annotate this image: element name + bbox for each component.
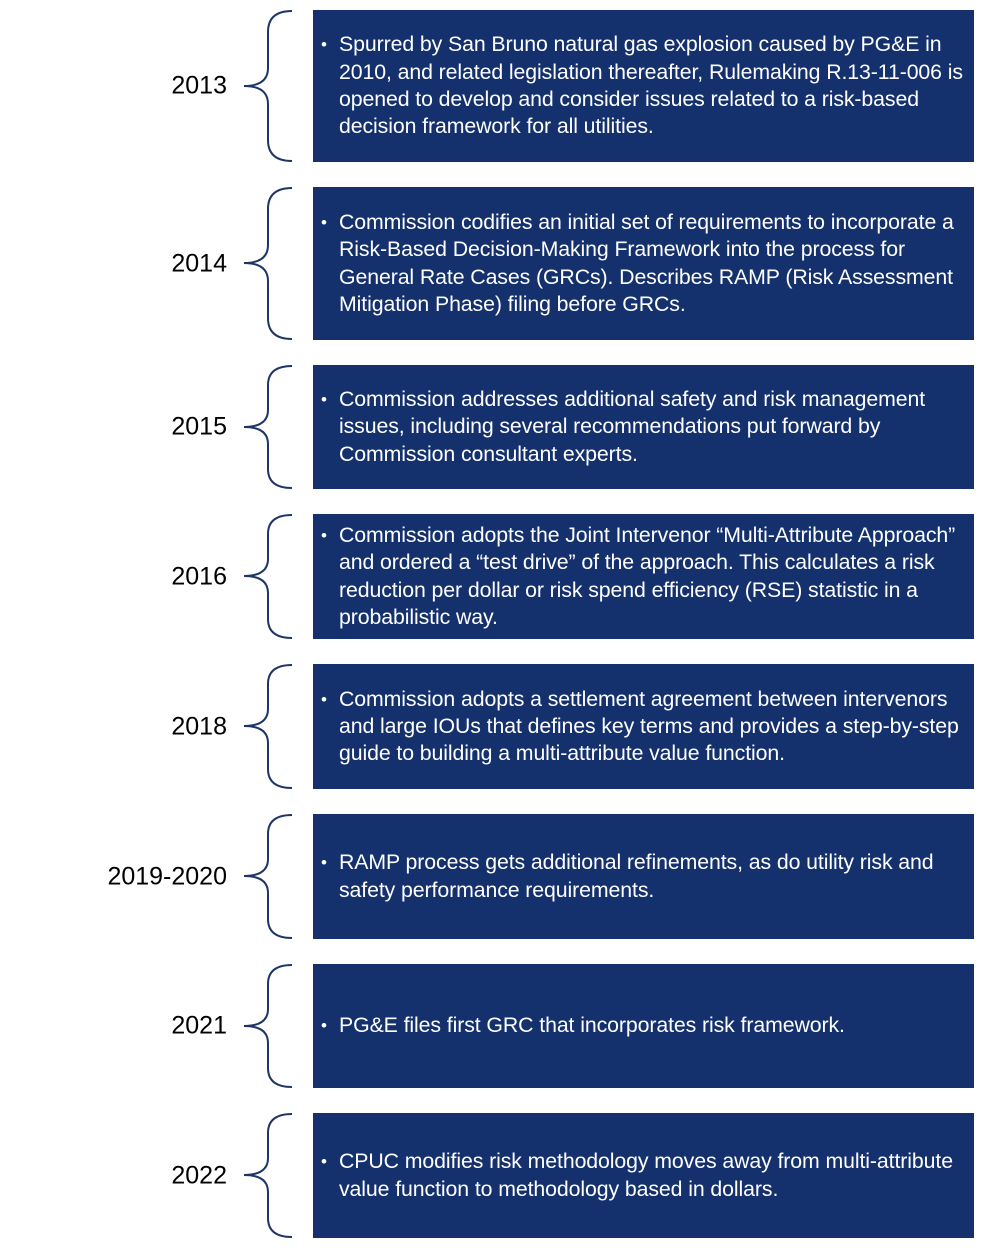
year-label: 2022 bbox=[171, 1161, 227, 1189]
year-label: 2019-2020 bbox=[107, 862, 227, 890]
bullet-icon: • bbox=[321, 689, 327, 709]
year-label: 2018 bbox=[171, 712, 227, 740]
event-box: • Commission adopts a settlement agreemen… bbox=[313, 664, 974, 789]
bullet-icon: • bbox=[321, 390, 327, 410]
timeline-row-2016: 2016 • Commission adopts the Joint Interv… bbox=[0, 514, 987, 639]
year-label: 2013 bbox=[171, 71, 227, 100]
event-text: RAMP process gets additional refinements… bbox=[339, 850, 934, 902]
event-box: • CPUC modifies risk methodology moves aw… bbox=[313, 1113, 974, 1238]
event-text: Commission addresses additional safety a… bbox=[339, 387, 926, 466]
bullet-icon: • bbox=[321, 1016, 327, 1036]
brace-icon bbox=[243, 1113, 293, 1238]
year-label: 2021 bbox=[171, 1011, 227, 1040]
bullet-icon: • bbox=[321, 853, 327, 873]
event-text: Commission codifies an initial set of re… bbox=[339, 209, 954, 316]
year-label: 2016 bbox=[171, 562, 227, 590]
year-label: 2015 bbox=[171, 412, 227, 441]
event-text: PG&E files first GRC that incorporates r… bbox=[339, 1013, 845, 1038]
event-text: Spurred by San Bruno natural gas explosi… bbox=[339, 32, 963, 139]
timeline-row-2014: 2014 • Commission codifies an initial set… bbox=[0, 187, 987, 340]
event-box: • Spurred by San Bruno natural gas explos… bbox=[313, 10, 974, 162]
event-text: Commission adopts the Joint Intervenor “… bbox=[339, 522, 956, 629]
brace-icon bbox=[243, 814, 293, 939]
event-box: • Commission adopts the Joint Intervenor … bbox=[313, 514, 974, 639]
brace-icon bbox=[243, 514, 293, 639]
brace-icon bbox=[243, 964, 293, 1088]
event-box: • RAMP process gets additional refinement… bbox=[313, 814, 974, 939]
bullet-icon: • bbox=[321, 525, 327, 545]
event-text: Commission adopts a settlement agreement… bbox=[339, 686, 959, 766]
timeline-row-2018: 2018 • Commission adopts a settlement agr… bbox=[0, 664, 987, 789]
bullet-icon: • bbox=[321, 212, 327, 232]
timeline-row-2013: 2013 • Spurred by San Bruno natural gas e… bbox=[0, 10, 987, 162]
timeline-row-2015: 2015 • Commission addresses additional sa… bbox=[0, 365, 987, 489]
brace-icon bbox=[243, 187, 293, 340]
year-label: 2014 bbox=[171, 249, 227, 277]
event-box: • Commission codifies an initial set of r… bbox=[313, 187, 974, 340]
timeline-row-2021: 2021 • PG&E files first GRC that incorpor… bbox=[0, 964, 987, 1088]
timeline-row-2022: 2022 • CPUC modifies risk methodology mov… bbox=[0, 1113, 987, 1238]
brace-icon bbox=[243, 365, 293, 489]
event-box: • Commission addresses additional safety … bbox=[313, 365, 974, 489]
timeline-row-2019-2020: 2019-2020 • RAMP process gets additional … bbox=[0, 814, 987, 939]
bullet-icon: • bbox=[321, 1152, 327, 1172]
event-box: • PG&E files first GRC that incorporates … bbox=[313, 964, 974, 1088]
bullet-icon: • bbox=[321, 35, 327, 55]
event-text: CPUC modifies risk methodology moves awa… bbox=[339, 1149, 953, 1201]
brace-icon bbox=[243, 664, 293, 789]
brace-icon bbox=[243, 10, 293, 162]
